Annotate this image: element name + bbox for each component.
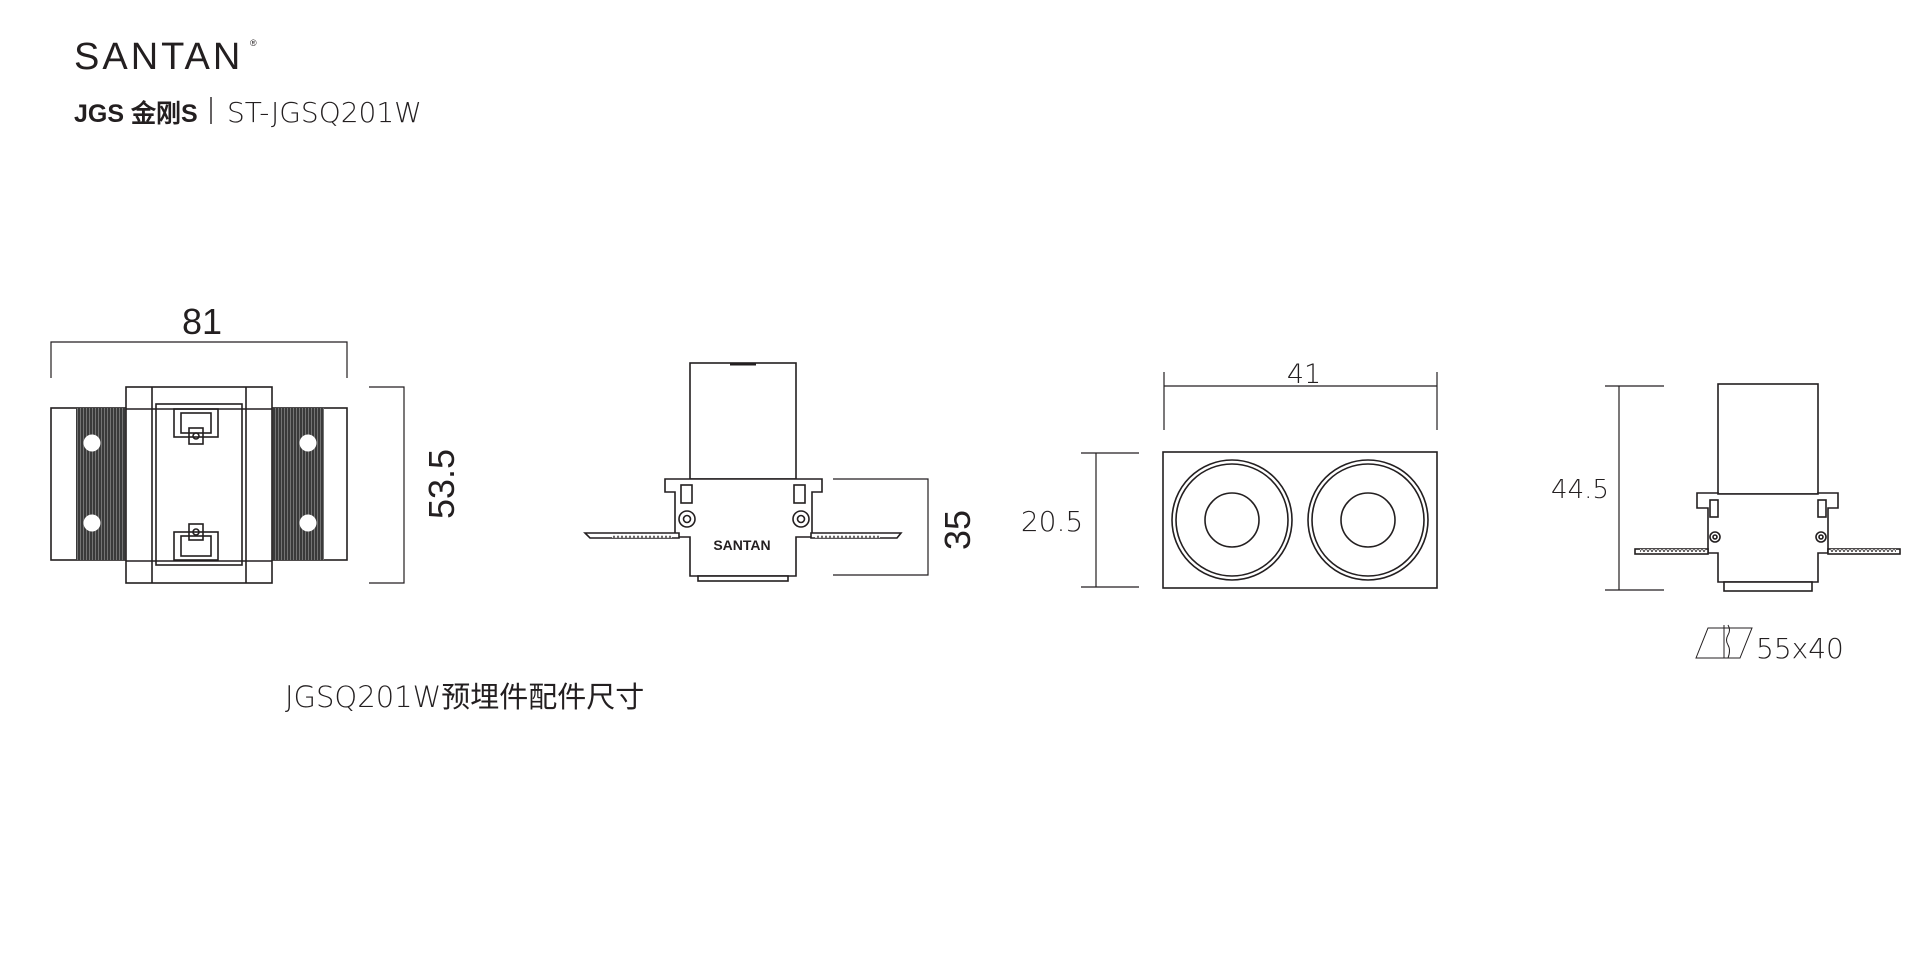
model-number: ST-JGSQ201W [227,96,422,129]
mount-hole [299,434,317,452]
inner-box [155,403,243,566]
fixture-side-view: 44.5 55x40 [1551,383,1901,665]
mount-hole [299,514,317,532]
registered-mark: ® [250,38,257,48]
height-dimension-20-5: 20.5 [1021,505,1083,538]
height-dimension-line [1081,452,1139,588]
fixture-frame [1162,451,1438,589]
side-height-dimension-35: 35 [937,510,978,550]
lens-right [1307,459,1429,581]
lens-left [1171,459,1293,581]
santan-logo: SANTAN [74,36,243,78]
mount-hole [83,514,101,532]
fixture-lip [1723,581,1813,592]
embedded-part-top-view: 81 53.5 [50,301,462,584]
left-fins [76,408,131,560]
width-dimension-41: 41 [1287,359,1321,390]
fixture-front-view: 41 20.5 [1021,359,1438,589]
cutout-icon [1695,624,1753,659]
height-dimension-44-5: 44.5 [1551,475,1609,505]
upper-housing [689,362,797,480]
width-dimension-81: 81 [182,301,222,342]
right-fins [268,408,324,560]
lower-housing [664,478,823,577]
height-dimension-53-5: 53.5 [421,449,462,519]
bottom-clip [173,523,219,561]
header: SANTAN ® JGS 金刚S ST-JGSQ201W [74,36,422,129]
mount-hole [83,434,101,452]
width-dimension-line [50,341,348,378]
embedded-part-caption: JGSQ201W预埋件配件尺寸 [285,680,644,714]
height-dimension-line [369,386,405,584]
jgs-sub-brand-logo: JGS 金刚S [74,99,198,128]
top-clip [173,408,219,445]
side-santan-logo: SANTAN [713,537,770,553]
height-dimension-line [1605,385,1664,591]
center-frame [125,386,273,584]
embedded-part-side-view: SANTAN 35 [583,362,978,582]
cutout-dimension: 55x40 [1756,632,1844,665]
bottom-lip [697,575,789,582]
side-height-dimension-line [833,478,929,576]
fixture-housing [1717,383,1819,495]
